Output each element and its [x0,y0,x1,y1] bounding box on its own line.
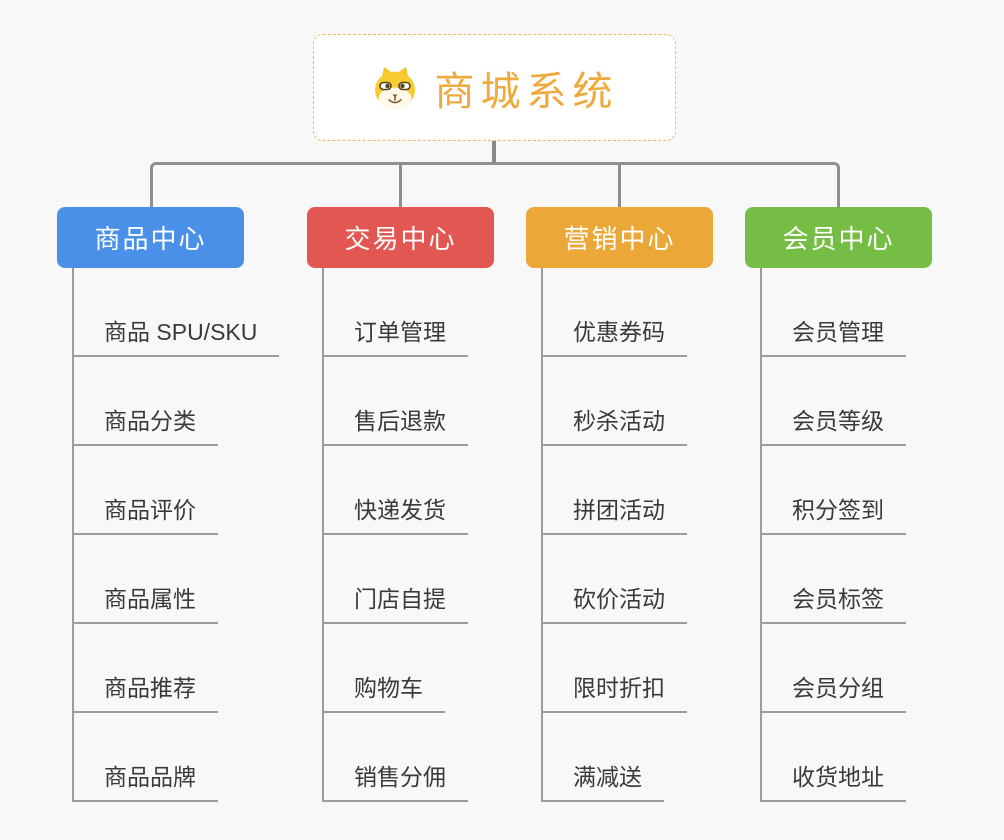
leaf-label[interactable]: 购物车 [322,669,445,713]
leaf-node: 砍价活动 [526,535,796,624]
leaf-label[interactable]: 满减送 [541,758,664,802]
leaf-label[interactable]: 门店自提 [322,580,468,624]
leaf-label[interactable]: 秒杀活动 [541,402,687,446]
branch-trunk-line [541,268,543,802]
leaf-label[interactable]: 商品分类 [72,402,218,446]
branch-trade-center: 交易中心 订单管理 售后退款 快递发货 门店自提 购物车 销售分佣 [307,207,577,802]
leaf-node: 优惠券码 [526,268,796,357]
leaf-node: 商品属性 [57,535,327,624]
leaf-label[interactable]: 会员分组 [760,669,906,713]
leaf-node: 商品评价 [57,446,327,535]
leaf-label[interactable]: 商品评价 [72,491,218,535]
leaf-node: 限时折扣 [526,624,796,713]
leaf-node: 商品品牌 [57,713,327,802]
leaf-node: 积分签到 [745,446,1004,535]
leaf-node: 会员等级 [745,357,1004,446]
leaf-node: 订单管理 [307,268,577,357]
leaf-node: 门店自提 [307,535,577,624]
connector-root-drop [492,141,496,163]
branch-header-product-center[interactable]: 商品中心 [57,207,244,268]
leaf-node: 会员分组 [745,624,1004,713]
leaf-node: 商品分类 [57,357,327,446]
branch-header-marketing-center[interactable]: 营销中心 [526,207,713,268]
branch-header-trade-center[interactable]: 交易中心 [307,207,494,268]
leaf-label[interactable]: 商品推荐 [72,669,218,713]
branch-header-member-center[interactable]: 会员中心 [745,207,932,268]
leaf-node: 秒杀活动 [526,357,796,446]
connector-drop-branch-2 [399,165,402,207]
leaf-node: 满减送 [526,713,796,802]
connector-rail [150,162,840,207]
leaf-label[interactable]: 限时折扣 [541,669,687,713]
leaf-label[interactable]: 售后退款 [322,402,468,446]
branch-trunk-line [322,268,324,802]
leaf-label[interactable]: 会员等级 [760,402,906,446]
leaf-node: 销售分佣 [307,713,577,802]
leaf-node: 商品 SPU/SKU [57,268,327,357]
leaf-label[interactable]: 积分签到 [760,491,906,535]
leaf-label[interactable]: 优惠券码 [541,313,687,357]
connector-drop-branch-3 [618,165,621,207]
leaf-label[interactable]: 订单管理 [322,313,468,357]
branch-marketing-center: 营销中心 优惠券码 秒杀活动 拼团活动 砍价活动 限时折扣 满减送 [526,207,796,802]
leaf-label[interactable]: 商品属性 [72,580,218,624]
leaf-node: 拼团活动 [526,446,796,535]
root-title: 商城系统 [434,69,619,114]
leaf-label[interactable]: 快递发货 [322,491,468,535]
branch-trunk-line [760,268,762,802]
doge-icon [371,65,419,111]
root-node[interactable]: 商城系统 [313,34,676,141]
branch-trunk-line [72,268,74,802]
leaf-node: 售后退款 [307,357,577,446]
leaf-label[interactable]: 拼团活动 [541,491,687,535]
branch-product-center: 商品中心 商品 SPU/SKU 商品分类 商品评价 商品属性 商品推荐 商品品牌 [57,207,327,802]
branch-member-center: 会员中心 会员管理 会员等级 积分签到 会员标签 会员分组 收货地址 [745,207,1004,802]
leaf-label[interactable]: 商品 SPU/SKU [72,313,280,357]
leaf-node: 商品推荐 [57,624,327,713]
leaf-label[interactable]: 砍价活动 [541,580,687,624]
leaf-node: 购物车 [307,624,577,713]
leaf-node: 收货地址 [745,713,1004,802]
leaf-label[interactable]: 会员标签 [760,580,906,624]
leaf-label[interactable]: 销售分佣 [322,758,468,802]
leaf-label[interactable]: 会员管理 [760,313,906,357]
leaf-node: 快递发货 [307,446,577,535]
leaf-node: 会员标签 [745,535,1004,624]
leaf-label[interactable]: 收货地址 [760,758,906,802]
leaf-label[interactable]: 商品品牌 [72,758,218,802]
leaf-node: 会员管理 [745,268,1004,357]
